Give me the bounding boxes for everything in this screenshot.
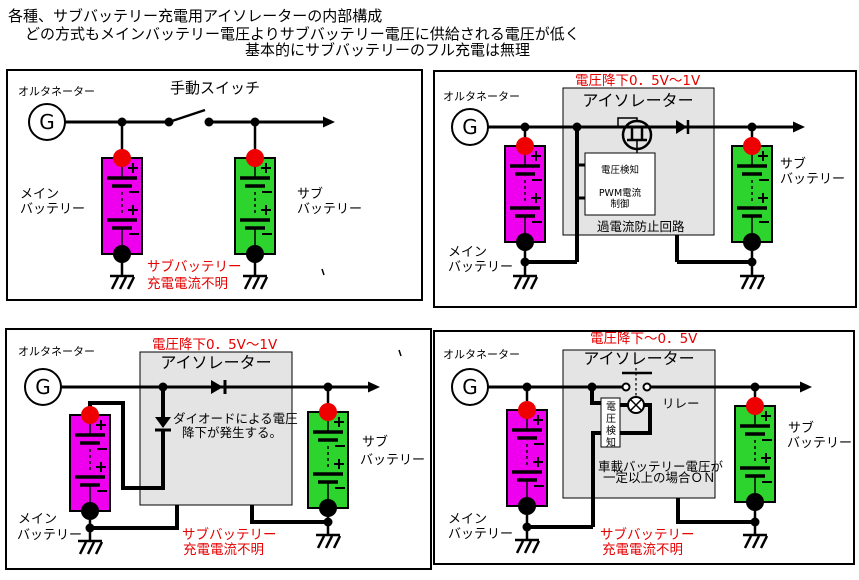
- voltage-drop-label: 電圧降下～0．5V: [590, 331, 698, 347]
- voltage-detect-char4: 知: [606, 436, 616, 449]
- generator-letter: G: [462, 375, 478, 399]
- main-battery-label2: バッテリー: [448, 527, 513, 542]
- panel-relay-isolator: 電圧降下～0．5V アイソレーター オルタネーター G: [433, 330, 855, 565]
- sub-battery-label1: サブ: [788, 420, 814, 436]
- main-battery: [505, 400, 549, 516]
- arrow-head: [323, 116, 335, 128]
- sub-battery: [730, 136, 774, 252]
- sub-battery: [306, 402, 350, 518]
- pwm-control-label2: 制御: [610, 198, 629, 210]
- warning-text1: サブバッテリー: [147, 258, 242, 275]
- main-battery-label1: メイン: [20, 187, 59, 202]
- generator-symbol: G: [451, 108, 489, 146]
- arrow-head: [793, 121, 805, 133]
- relay-contact: [621, 368, 652, 397]
- generator-letter: G: [462, 115, 478, 139]
- voltage-detect-box: [600, 397, 621, 448]
- isolator-label: アイソレーター: [160, 353, 271, 372]
- relay-note1: 車載バッテリー電圧が: [598, 459, 724, 474]
- main-battery-label1: メイン: [448, 245, 487, 260]
- isolator-label: アイソレーター: [583, 349, 694, 368]
- alternator-label: オルタネーター: [18, 345, 95, 358]
- page-title-line3: 基本的にサブバッテリーのフル充電は無理: [245, 41, 531, 59]
- voltage-detect-label: 電圧検知: [601, 164, 639, 176]
- main-battery: [68, 405, 112, 521]
- diode-symbol: [676, 120, 690, 134]
- warning-text1: サブバッテリー: [600, 526, 695, 543]
- main-battery-label2: バッテリー: [20, 202, 85, 217]
- relay-coil: [627, 396, 645, 414]
- voltage-detect-char1: 電: [606, 401, 616, 413]
- warning-text2: 充電電流不明: [147, 276, 228, 292]
- main-battery-label1: メイン: [18, 512, 57, 527]
- sub-battery-label2: バッテリー: [360, 453, 425, 468]
- main-battery: [503, 136, 547, 252]
- sub-battery-label2: バッテリー: [297, 202, 362, 217]
- arrow-head: [800, 381, 812, 393]
- arrow-head: [368, 381, 380, 393]
- sub-battery-label2: バッテリー: [780, 172, 845, 187]
- generator-symbol: G: [451, 368, 489, 406]
- generator-letter: G: [39, 110, 55, 134]
- control-box: [584, 152, 656, 216]
- main-battery-label1: メイン: [448, 512, 487, 527]
- page-title-line2: どの方式もメインバッテリー電圧よりサブバッテリー電圧に供給される電圧が低く: [25, 25, 580, 43]
- main-battery-label2: バッテリー: [17, 528, 82, 543]
- switch-contact-dot: [204, 117, 214, 127]
- isolator-label: アイソレーター: [582, 91, 693, 110]
- overcurrent-label: 過電流防止回路: [597, 219, 685, 234]
- stray-tick-mark: [398, 349, 402, 357]
- main-battery-label2: バッテリー: [448, 260, 513, 275]
- voltage-drop-label: 電圧降下0．5V～1V: [152, 337, 278, 353]
- generator-symbol: G: [28, 103, 66, 141]
- panel-manual-switch: オルタネーター 手動スイッチ G メイン バッテリー サブ バッテリー サブバ: [6, 69, 423, 301]
- panel-border: [6, 69, 423, 301]
- sub-battery: [233, 148, 277, 264]
- stray-tick-mark: [321, 268, 325, 276]
- warning-text2: 充電電流不明: [183, 542, 264, 558]
- wiring: [61, 381, 380, 541]
- voltage-detect-char2: 圧: [606, 414, 616, 425]
- isolator-box: [562, 349, 716, 499]
- diode-symbol: [211, 380, 227, 394]
- alternator-label: オルタネーター: [18, 85, 95, 98]
- wiring: [488, 121, 805, 276]
- diode-symbol-vertical: [155, 417, 171, 432]
- warning-text1: サブバッテリー: [182, 526, 277, 543]
- voltage-drop-label: 電圧降下0．5V～1V: [575, 73, 701, 89]
- sub-battery-label1: サブ: [362, 434, 388, 450]
- manual-switch-title: 手動スイッチ: [170, 79, 260, 97]
- switch-contact-dot: [164, 117, 174, 127]
- warning-text2: 充電電流不明: [602, 542, 683, 558]
- generator-symbol: G: [24, 368, 62, 406]
- relay-label: リレー: [662, 396, 700, 411]
- alternator-label: オルタネーター: [443, 348, 520, 361]
- voltage-detect-char3: 検: [606, 424, 616, 437]
- panel-fet-isolator: 電圧降下0．5V～1V アイソレーター オルタネーター G: [433, 70, 857, 308]
- sub-battery-label1: サブ: [297, 186, 323, 202]
- diode-note1: ダイオードによる電圧: [173, 411, 298, 426]
- sub-battery-label1: サブ: [780, 156, 806, 172]
- sub-battery: [733, 396, 777, 512]
- mosfet-symbol: [617, 117, 653, 153]
- switch-blade: [168, 108, 206, 124]
- generator-letter: G: [35, 375, 51, 399]
- relay-note2: 一定以上の場合ＯＮ: [603, 470, 716, 485]
- pwm-control-label1: PWM電流: [599, 187, 642, 199]
- wiring: [65, 108, 335, 276]
- page-title-line1: 各種、サブバッテリー充電用アイソレーターの内部構成: [8, 7, 383, 25]
- panel-diode-isolator: 電圧降下0．5V～1V アイソレーター オルタネーター G: [5, 328, 432, 570]
- diode-note2: 降下が発生する。: [182, 425, 282, 440]
- sub-battery-label2: バッテリー: [787, 436, 852, 451]
- main-battery: [100, 148, 144, 264]
- alternator-label: オルタネーター: [443, 90, 520, 103]
- wiring: [488, 381, 812, 540]
